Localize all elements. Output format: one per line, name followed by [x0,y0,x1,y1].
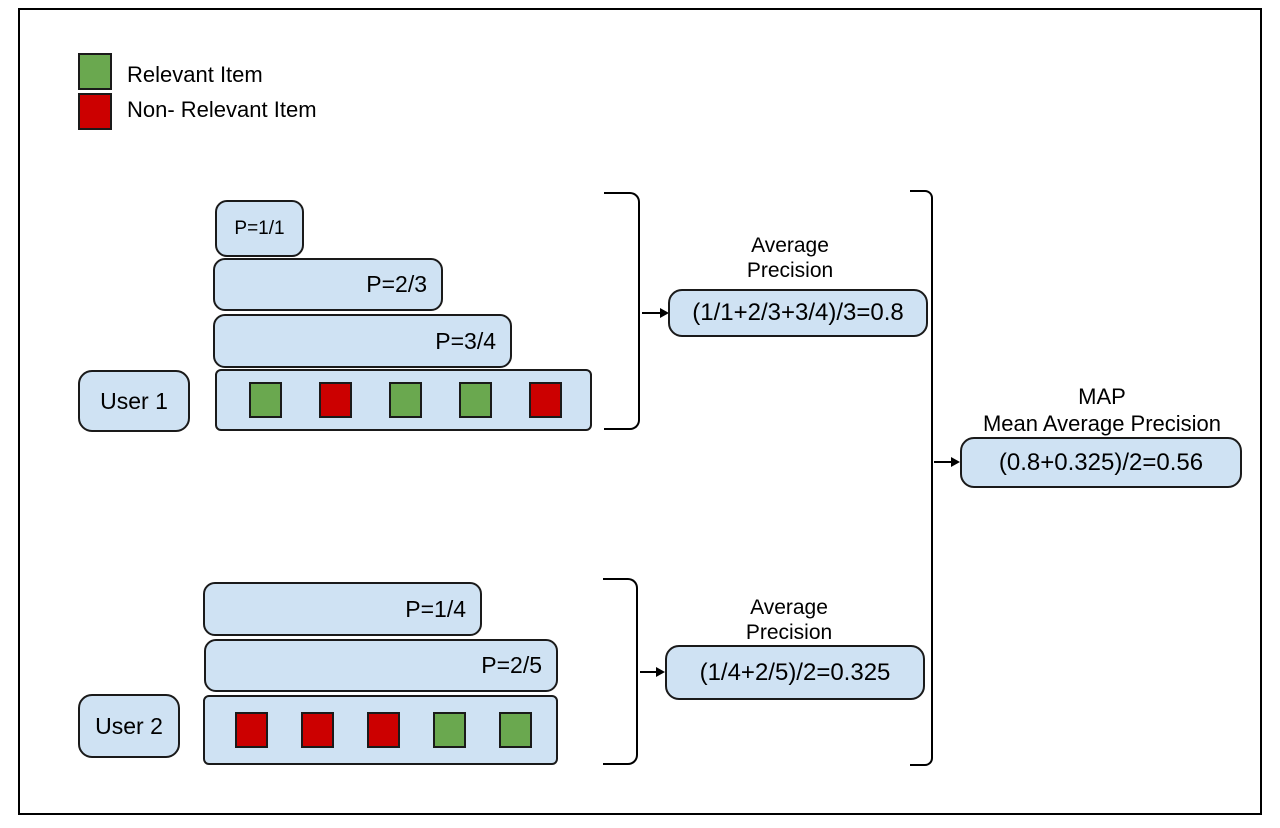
map-arrow [934,457,960,467]
item-square [499,712,532,748]
user1-ap-title: Average Precision [690,233,890,283]
map-title-line2: Mean Average Precision [982,411,1222,436]
user2-ap-title: Average Precision [689,595,889,645]
user1-arrow [642,308,669,318]
legend-relevant-label: Relevant Item [127,62,263,87]
item-square [301,712,334,748]
item-square [367,712,400,748]
legend-relevant-swatch [78,53,112,90]
map-bracket [910,190,933,766]
item-square [319,382,352,418]
map-title-line1: MAP [1078,384,1126,409]
user1-precision-box-2: P=2/3 [213,258,443,311]
user1-ap-formula-box: (1/1+2/3+3/4)/3=0.8 [668,289,928,337]
legend-non-relevant-label: Non- Relevant Item [127,97,317,122]
item-square [235,712,268,748]
legend-non-relevant-swatch [78,93,112,130]
ap-title-line2: Precision [745,621,833,644]
user2-bracket [603,578,638,765]
item-square [389,382,422,418]
user2-item-row [203,695,558,765]
user1-precision-box-3: P=3/4 [213,314,512,368]
user2-precision-box-2: P=2/5 [204,639,558,692]
item-square [249,382,282,418]
user1-precision-box-1: P=1/1 [215,200,304,257]
item-square [459,382,492,418]
user2-precision-box-1: P=1/4 [203,582,482,636]
user2-arrow [640,667,665,677]
ap-title-line1: Average [751,234,829,257]
user2-ap-formula-box: (1/4+2/5)/2=0.325 [665,645,925,700]
item-square [529,382,562,418]
item-square [433,712,466,748]
map-formula-box: (0.8+0.325)/2=0.56 [960,437,1242,488]
user2-label-box: User 2 [78,694,180,758]
ap-title-line1: Average [750,596,828,619]
user1-bracket [604,192,640,430]
user1-item-row [215,369,592,431]
ap-title-line2: Precision [746,259,834,282]
user1-label-box: User 1 [78,370,190,432]
map-title: MAP Mean Average Precision [947,383,1257,437]
